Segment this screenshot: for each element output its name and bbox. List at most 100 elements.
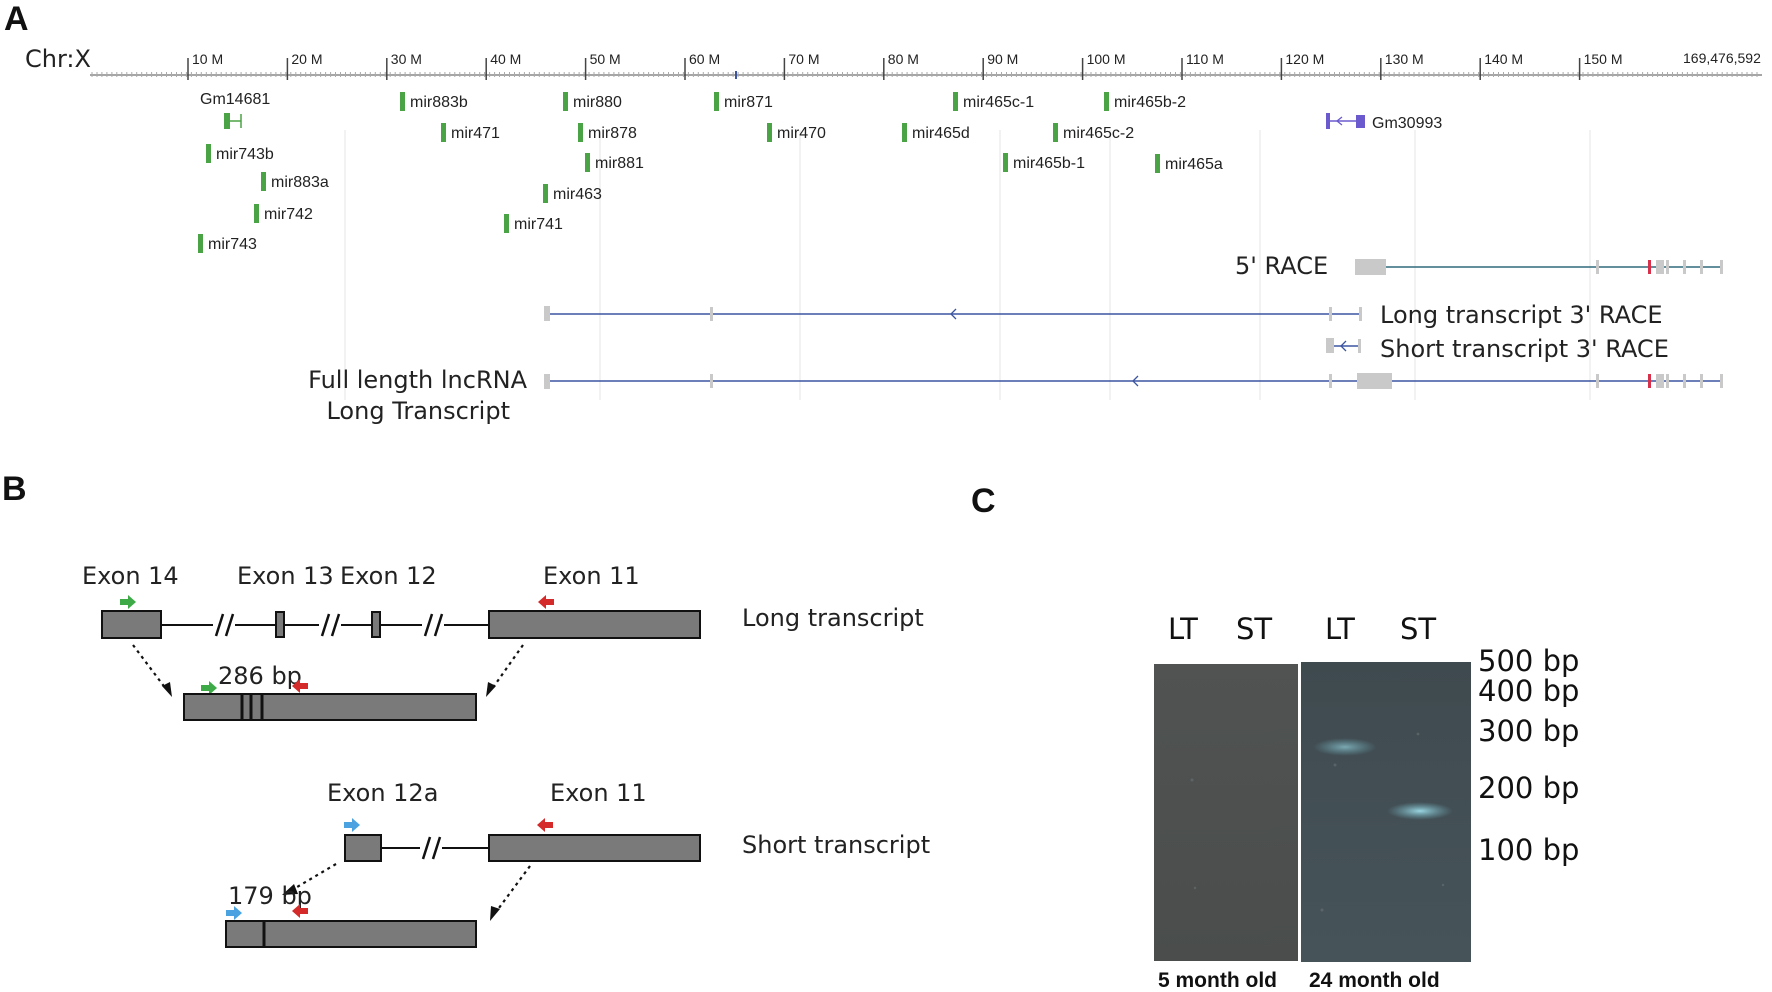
mirna-label: mir883b (410, 94, 468, 111)
mirna-marker (206, 144, 211, 163)
long-exon11-label: Exon 11 (543, 562, 640, 590)
axis-tick-label: 120 M (1285, 51, 1324, 67)
axis-tick-label: 130 M (1385, 51, 1424, 67)
mirna-marker (563, 92, 568, 111)
axis-tick-label: 70 M (788, 51, 819, 67)
mirna-marker (1003, 153, 1008, 172)
mirna-label: mir871 (724, 94, 773, 111)
track-label-long-3race: Long transcript 3' RACE (1380, 301, 1663, 329)
mirna-marker (578, 123, 583, 142)
mirna-marker (1053, 123, 1058, 142)
panel-label-c: C (971, 482, 996, 520)
mirna-label: mir741 (514, 216, 563, 233)
mirna-label: mir463 (553, 186, 602, 203)
break-marks (213, 613, 444, 637)
gene-label-gm14681: Gm14681 (200, 91, 270, 108)
chromosome-end-label: 169,476,592 (1683, 50, 1761, 66)
primer-blue-icon (344, 818, 360, 832)
mirna-marker (254, 204, 259, 223)
mirna-label: mir878 (588, 125, 637, 142)
mirna-marker (198, 234, 203, 253)
long-spliced-product (183, 693, 477, 721)
panel-b: Exon 14 Exon 13 Exon 12 Exon 11 (82, 562, 930, 948)
mirna-label: mir465c-2 (1063, 125, 1134, 142)
short-exon11-label: Exon 11 (550, 779, 647, 807)
short-exon12a-label: Exon 12a (327, 779, 438, 807)
mirna-marker (1155, 154, 1160, 173)
mirna-marker (504, 214, 509, 233)
mirna-label: mir465d (912, 125, 970, 142)
track-label-short-3race: Short transcript 3' RACE (1380, 335, 1669, 363)
axis-tick-label: 90 M (987, 51, 1018, 67)
mirna-label: mir880 (573, 94, 622, 111)
ladder-300bp: 300 bp (1478, 714, 1579, 748)
long-product-size: 286 bp (218, 662, 302, 690)
mirna-marker (714, 92, 719, 111)
gel-image-5-month (1154, 664, 1298, 961)
gene-gm14681 (224, 113, 242, 129)
mirna-marker (1104, 92, 1109, 111)
long-exon13-label: Exon 13 (237, 562, 334, 590)
mirna-label: mir743b (216, 146, 274, 163)
arrowhead-icon (162, 682, 172, 697)
primer-green-icon (201, 681, 217, 695)
mirna-label: mir881 (595, 155, 644, 172)
mirna-track: mir743bmir883amir742mir743mir883bmir471m… (198, 92, 1223, 253)
axis-tick-label: 150 M (1584, 51, 1623, 67)
short-product-size: 179 bp (228, 882, 312, 910)
mirna-label: mir471 (451, 125, 500, 142)
mirna-label: mir470 (777, 125, 826, 142)
arrowhead-icon (486, 682, 496, 697)
axis-tick-label: 30 M (391, 51, 422, 67)
panel-label-b: B (2, 470, 27, 508)
mirna-label: mir465b-2 (1114, 94, 1186, 111)
ladder-100bp: 100 bp (1478, 833, 1579, 867)
panel-c: LT ST LT ST 500 bp 400 bp 300 bp (1154, 612, 1579, 992)
track-label-5race: 5' RACE (1235, 252, 1328, 280)
track-label-full-line2: Long Transcript (326, 397, 510, 425)
axis-tick-label: 40 M (490, 51, 521, 67)
long-transcript-label: Long transcript (742, 604, 924, 632)
mirna-marker (585, 153, 590, 172)
axis-tick-label: 80 M (888, 51, 919, 67)
short-spliced-product (225, 920, 477, 948)
band-lt-24m (1313, 738, 1377, 756)
axis-tick-label: 20 M (291, 51, 322, 67)
mirna-marker (767, 123, 772, 142)
long-splice-arrows (132, 644, 524, 690)
panel-label-a: A (4, 0, 29, 38)
mirna-marker (953, 92, 958, 111)
gene-label-gm30993: Gm30993 (1372, 115, 1442, 132)
primer-blue-icon (226, 906, 242, 920)
track-gridlines (344, 130, 1591, 400)
axis-tick-label: 100 M (1087, 51, 1126, 67)
track-long-3race (544, 306, 1362, 321)
axis-tick-label: 110 M (1186, 51, 1224, 67)
ladder-400bp: 400 bp (1478, 674, 1579, 708)
axis-tick-label: 50 M (590, 51, 621, 67)
mirna-label: mir465a (1165, 156, 1223, 173)
chromosome-label: Chr:X (25, 45, 91, 73)
ladder-200bp: 200 bp (1478, 771, 1579, 805)
primer-green-icon (120, 595, 136, 609)
axis-tick-label: 140 M (1484, 51, 1523, 67)
gene-gm30993 (1326, 113, 1365, 129)
long-transcript-model (101, 610, 701, 639)
band-st-24m (1387, 802, 1453, 820)
primer-red-icon (537, 818, 553, 832)
mirna-label: mir465b-1 (1013, 155, 1085, 172)
track-5race (1355, 259, 1723, 275)
track-full-length (544, 373, 1723, 389)
age-label-5-month: 5 month old (1158, 969, 1277, 992)
mirna-marker (543, 184, 548, 203)
lane-label-lt-5m: LT (1168, 612, 1198, 646)
arrowhead-icon (282, 884, 298, 895)
primer-red-icon (538, 595, 554, 609)
minor-ticks (91, 72, 1758, 77)
axis-tick-label: 10 M (192, 51, 223, 67)
mirna-label: mir465c-1 (963, 94, 1034, 111)
track-label-full-line1: Full length lncRNA (308, 366, 528, 394)
